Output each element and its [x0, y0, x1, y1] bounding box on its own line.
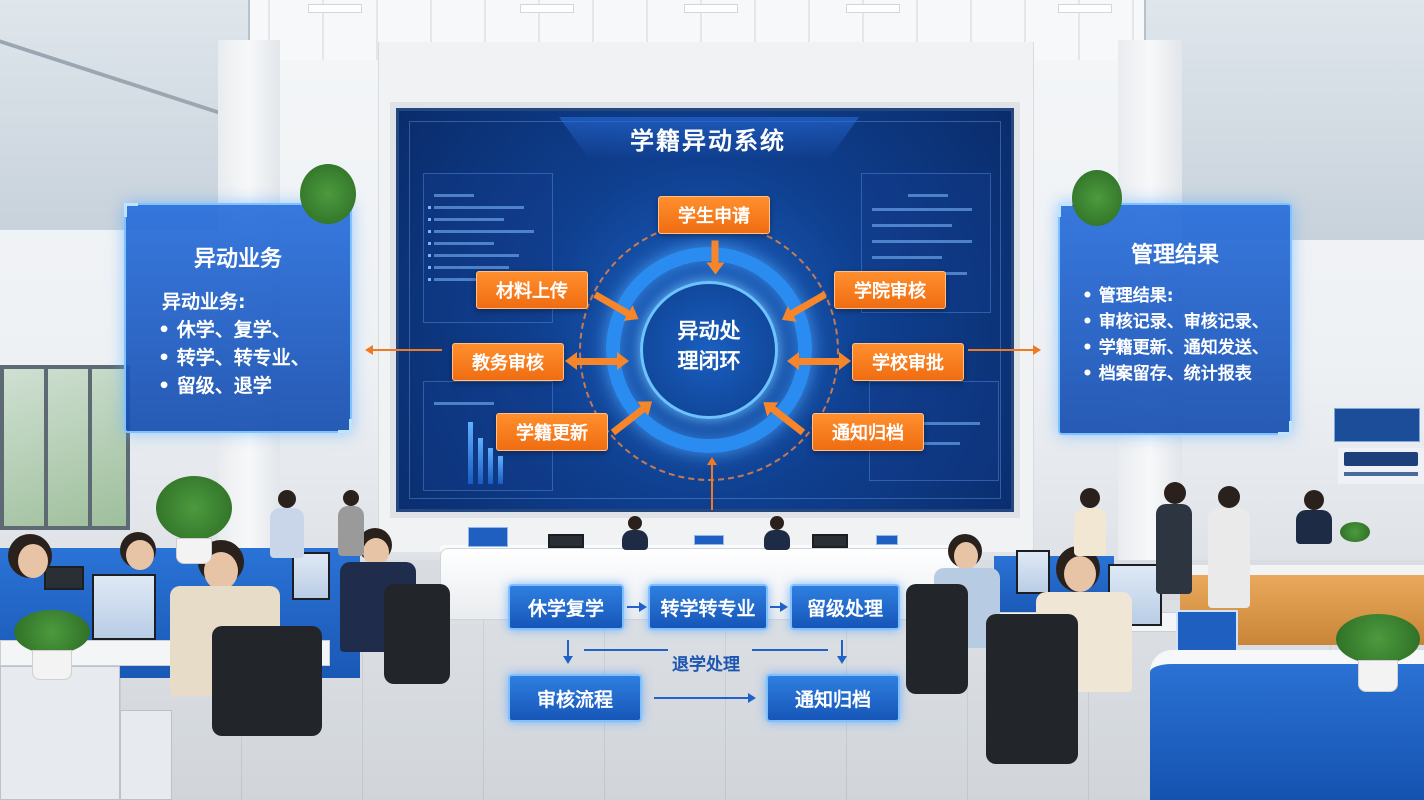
step-student-apply: 学生申请	[658, 196, 770, 234]
counter-sign	[468, 527, 508, 547]
double-arrow-icon	[787, 352, 851, 370]
monitor	[92, 574, 156, 640]
ceiling-light	[1058, 4, 1112, 13]
desk-sign	[1176, 610, 1238, 652]
right-arrow-icon	[968, 345, 1041, 355]
step-school-approve: 学校审批	[852, 343, 964, 381]
panel-line: • 转学、转专业、	[158, 347, 310, 369]
ceiling-light	[520, 4, 574, 13]
panel-line: • 审核记录、审核记录、	[1082, 312, 1269, 332]
visitor	[1152, 482, 1196, 612]
monitor	[44, 566, 84, 590]
left-arrow-icon	[365, 345, 442, 355]
flow-arrow-icon	[770, 602, 788, 612]
counter-sign	[694, 535, 724, 545]
wall-sign	[1334, 408, 1420, 442]
visitor	[334, 490, 368, 560]
step-academic-review: 教务审核	[452, 343, 564, 381]
monitor	[548, 534, 584, 548]
panel-line: • 档案留存、统计报表	[1082, 364, 1252, 384]
panel-title: 管理结果	[1130, 243, 1219, 268]
visitor	[264, 490, 310, 560]
down-arrow-icon	[837, 640, 847, 664]
drawer-cabinet	[120, 710, 172, 800]
ceiling-light	[308, 4, 362, 13]
flow-notify-archive: 通知归档	[766, 674, 900, 722]
loop-center-label: 异动处 理闭环	[640, 316, 778, 376]
upper-balcony-left	[0, 0, 250, 230]
monitor	[292, 552, 330, 600]
ceiling-light	[846, 4, 900, 13]
flow-transfer: 转学转专业	[648, 584, 768, 630]
panel-line: • 休学、复学、	[158, 319, 291, 341]
panel-line: • 留级、退学	[158, 375, 272, 397]
up-arrow-icon	[707, 457, 717, 510]
arrow-icon	[711, 240, 719, 265]
staff-person	[1294, 490, 1334, 546]
center-label-line2: 理闭环	[677, 349, 741, 373]
desk-cabinet	[0, 666, 120, 800]
panel-line: 异动业务:	[162, 291, 246, 313]
potted-plant	[156, 476, 232, 566]
potted-plant	[1340, 522, 1370, 548]
wall-display-screen: 学籍异动系统	[396, 108, 1014, 512]
flow-arrow-icon	[627, 602, 647, 612]
panel-line: • 学籍更新、通知发送、	[1082, 338, 1269, 358]
flow-line	[752, 649, 828, 651]
office-chair	[986, 614, 1078, 764]
upper-balcony-right	[1144, 0, 1424, 240]
window	[0, 365, 130, 530]
potted-plant	[300, 164, 356, 230]
flow-repeat: 留级处理	[790, 584, 900, 630]
visitor	[1070, 488, 1110, 558]
flow-suspend-resume: 休学复学	[508, 584, 624, 630]
potted-plant	[14, 610, 90, 680]
monitor	[812, 534, 848, 548]
office-chair	[212, 626, 322, 736]
counter-sign	[876, 535, 898, 545]
office-worker	[0, 534, 60, 594]
staff-person	[620, 516, 650, 550]
title-banner	[559, 117, 859, 159]
staff-person	[762, 516, 792, 550]
office-chair	[384, 584, 450, 684]
business-types-panel: 异动业务 异动业务: • 休学、复学、 • 转学、转专业、 • 留级、退学	[124, 203, 352, 433]
office-chair	[906, 584, 968, 694]
step-notify-archive: 通知归档	[812, 413, 924, 451]
double-arrow-icon	[565, 352, 629, 370]
school-logo-sign	[1338, 448, 1424, 484]
center-label-line1: 异动处	[677, 319, 741, 343]
step-status-update: 学籍更新	[496, 413, 608, 451]
office-worker	[110, 532, 166, 582]
ceiling-light	[684, 4, 738, 13]
results-panel: 管理结果 • 管理结果: • 审核记录、审核记录、 • 学籍更新、通知发送、 •…	[1058, 203, 1292, 435]
flow-review-process: 审核流程	[508, 674, 642, 722]
monitor	[1016, 550, 1050, 594]
down-arrow-icon	[563, 640, 573, 664]
flow-withdraw-label: 退学处理	[672, 655, 740, 675]
screen-title: 学籍异动系统	[630, 127, 786, 155]
step-material-upload: 材料上传	[476, 271, 588, 309]
loop-center-disc	[640, 281, 778, 419]
visitor	[1204, 486, 1254, 636]
potted-plant	[1072, 170, 1122, 230]
flow-line	[584, 649, 668, 651]
step-college-review: 学院审核	[834, 271, 946, 309]
potted-plant	[1336, 614, 1420, 694]
flow-arrow-icon	[654, 693, 756, 703]
panel-title: 异动业务	[193, 247, 282, 272]
panel-line: • 管理结果:	[1082, 286, 1174, 306]
